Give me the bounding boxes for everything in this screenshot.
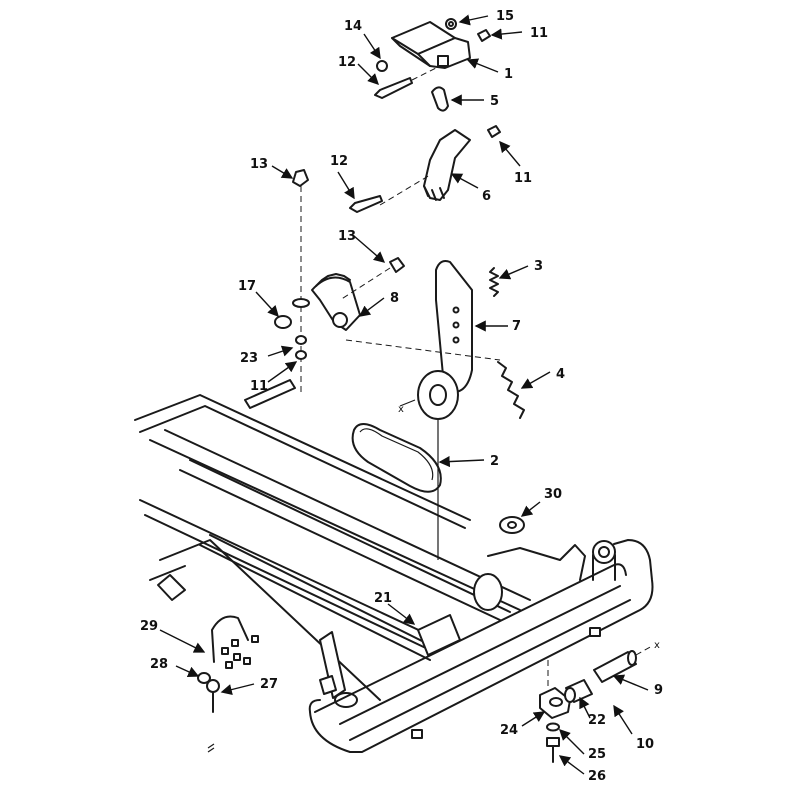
callout-3: 3: [534, 259, 543, 274]
callout-21: 21: [374, 591, 392, 606]
part-6-lever: [379, 129, 471, 206]
callout-24: 24: [500, 723, 518, 738]
callout-17: 17: [238, 279, 256, 294]
part-11-nut-right: [487, 125, 501, 138]
part-13-bolt-left: [292, 169, 309, 395]
part-14-spacer: [376, 60, 388, 72]
part-3-spring: [489, 267, 499, 297]
callout-23: 23: [240, 351, 258, 366]
part-27-pin: [206, 679, 220, 713]
callout-10: 10: [636, 737, 654, 752]
part-28-link-pin: [197, 672, 211, 684]
part-4-spring: [497, 361, 525, 419]
callout-5: 5: [490, 94, 499, 109]
front-bumper: [308, 539, 654, 753]
callout-1: 1: [504, 67, 513, 82]
part-15-washer: [445, 18, 457, 30]
callout-labels: 15 11 1 14 12 5 11 6 12 13 13 3 8 7 17 2…: [140, 9, 663, 784]
callout-4: 4: [556, 367, 565, 382]
callout-12-top: 12: [338, 55, 356, 70]
callout-13-left: 13: [250, 157, 268, 172]
part-2-chain: [351, 423, 442, 493]
callout-11-right: 11: [514, 171, 532, 186]
bed-frame: [134, 379, 616, 708]
callout-8: 8: [390, 291, 399, 306]
sprocket-wheel: [399, 370, 459, 420]
callout-7: 7: [512, 319, 521, 334]
callout-11-bottom: 11: [250, 379, 268, 394]
leader-lines: [159, 14, 649, 775]
part-29-chain: [211, 615, 259, 669]
part-washer-stack: [292, 298, 310, 360]
callout-27: 27: [260, 677, 278, 692]
callout-11-top: 11: [530, 26, 548, 41]
part-26-bolt: [546, 737, 560, 763]
part-30-washer: [499, 516, 525, 534]
part-22-collar: [564, 679, 593, 703]
part-7-arm: [345, 260, 501, 393]
callout-12-mid: 12: [330, 154, 348, 169]
callout-2: 2: [490, 454, 499, 469]
callout-9: 9: [654, 683, 663, 698]
callout-22: 22: [588, 713, 606, 728]
callout-30: 30: [544, 487, 562, 502]
part-11-nut-top: [477, 29, 491, 42]
part-12-bolt-mid: [349, 195, 383, 213]
part-25-washer: [546, 722, 560, 732]
alignment-mark-x-right: x: [654, 640, 660, 651]
part-12-bolt-top: [374, 65, 441, 99]
callout-14: 14: [344, 19, 362, 34]
callout-15: 15: [496, 9, 514, 24]
callout-13-right: 13: [338, 229, 356, 244]
part-17-spacer: [274, 315, 292, 329]
callout-29: 29: [140, 619, 158, 634]
small-mark-bottom-left: [207, 743, 215, 753]
part-5-link: [431, 86, 449, 112]
callout-28: 28: [150, 657, 168, 672]
part-8-sector-bracket: [311, 273, 361, 331]
alignment-mark-x-left: x: [398, 404, 404, 415]
callout-26: 26: [588, 769, 606, 784]
part-9-shaft: [593, 645, 653, 683]
part-1-bracket: [391, 21, 471, 69]
part-24-clamp: [539, 660, 571, 719]
callout-6: 6: [482, 189, 491, 204]
part-13-bolt-right: [339, 257, 405, 301]
callout-25: 25: [588, 747, 606, 762]
